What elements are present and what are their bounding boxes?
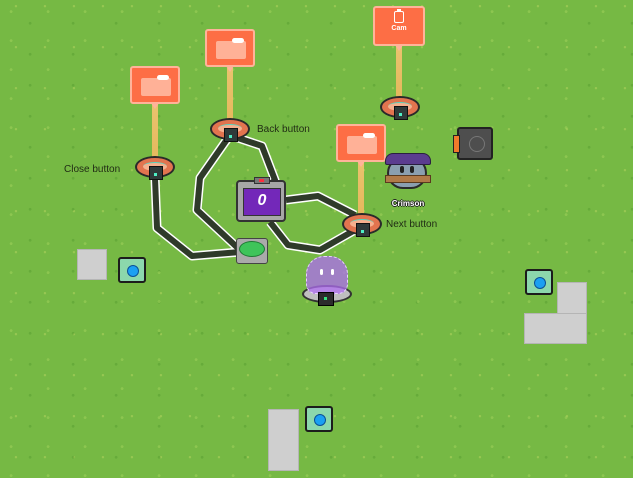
counter-device[interactable]: 0 <box>236 177 286 222</box>
beam-cam <box>396 46 402 98</box>
button-core <box>394 106 408 120</box>
camera-lens-icon <box>469 136 485 152</box>
folder-icon <box>141 78 171 96</box>
spawn-dot-icon <box>127 265 139 277</box>
player-name: Crimson <box>391 199 425 208</box>
beam-close <box>152 104 158 162</box>
popup-cam-label: Cam <box>391 25 407 32</box>
popup-back[interactable] <box>205 29 255 72</box>
counter-value: 0 <box>257 192 267 209</box>
green-button-device[interactable] <box>236 238 268 264</box>
spawn-dot-icon <box>534 277 546 289</box>
popup-tail <box>151 103 159 109</box>
barrier-block[interactable] <box>268 409 299 471</box>
button-device-close[interactable] <box>135 154 175 180</box>
spawn-pad[interactable] <box>525 269 553 295</box>
folder-tab <box>157 75 169 80</box>
label-close-button: Close button <box>64 164 121 175</box>
spawn-dot-icon <box>314 414 326 426</box>
spawn-pad[interactable] <box>118 257 146 283</box>
folder-icon <box>216 41 246 59</box>
spawn-pad[interactable] <box>305 406 333 432</box>
counter-led <box>254 177 270 184</box>
hologram-core <box>318 292 334 306</box>
ghost-eye <box>320 269 323 275</box>
ghost-eye <box>331 269 334 275</box>
player-character[interactable] <box>383 153 433 191</box>
popup-cam[interactable]: Cam <box>373 6 425 51</box>
folder-icon <box>347 136 377 154</box>
label-back-button: Back button <box>257 124 310 135</box>
button-core <box>356 223 370 237</box>
character-eye <box>400 166 404 173</box>
clipboard-icon <box>394 9 404 23</box>
folder-tab <box>232 38 244 43</box>
counter-screen: 0 <box>243 188 281 216</box>
popup-close[interactable] <box>130 66 180 109</box>
popup-tail <box>357 161 365 167</box>
character-eye <box>410 166 414 173</box>
popup-next[interactable] <box>336 124 386 167</box>
label-next-button: Next button <box>386 219 438 230</box>
ghost-hologram[interactable] <box>306 256 348 294</box>
beam-back <box>227 68 233 122</box>
barrier-block[interactable] <box>77 249 107 280</box>
barrier-block[interactable] <box>524 313 587 344</box>
button-device-back[interactable] <box>210 116 250 142</box>
folder-tab <box>363 133 375 138</box>
green-button-cap <box>239 241 265 257</box>
popup-tail <box>395 45 403 51</box>
button-device-cam[interactable] <box>380 94 420 120</box>
popup-tail <box>226 66 234 72</box>
camera-side-panel <box>453 135 460 153</box>
beam-next <box>358 160 364 214</box>
character-headband <box>385 153 431 165</box>
button-core <box>224 128 238 142</box>
character-belt <box>385 175 431 183</box>
camera-device[interactable] <box>453 127 493 160</box>
button-core <box>149 166 163 180</box>
button-device-next[interactable] <box>342 211 382 237</box>
